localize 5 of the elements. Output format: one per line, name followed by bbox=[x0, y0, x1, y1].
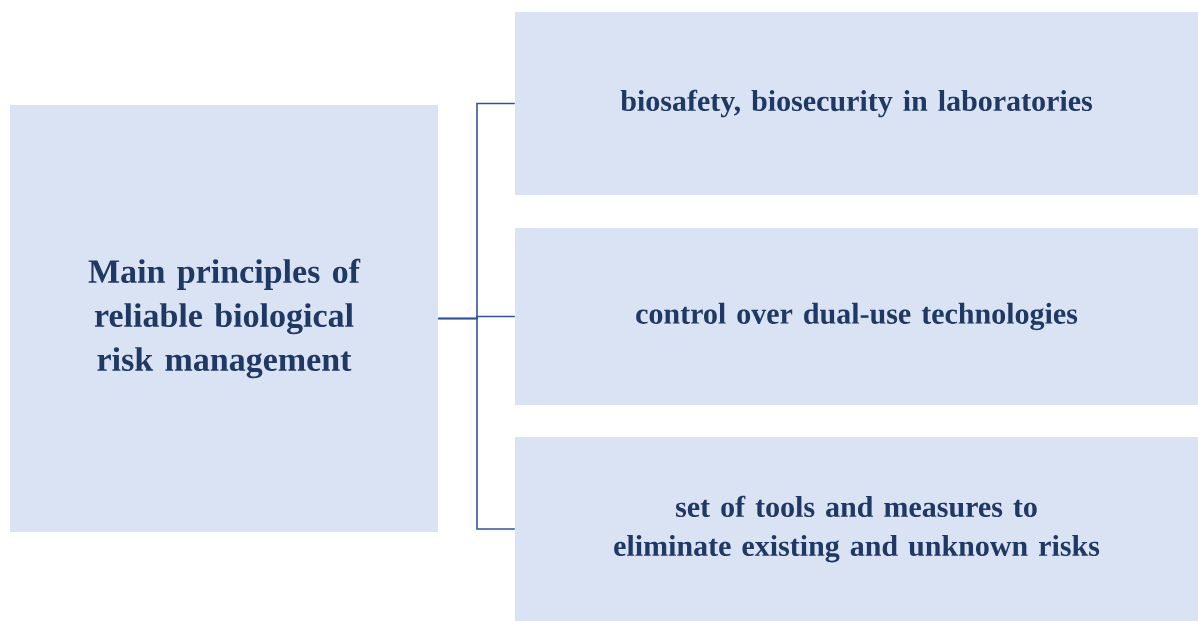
text-box: control over dual-use technologies bbox=[515, 228, 1198, 405]
text-box: set of tools and measures to eliminate existing and unknown risks bbox=[515, 437, 1198, 621]
connector bbox=[437, 317, 516, 530]
text-box: biosafety, biosecurity in laboratories bbox=[515, 12, 1198, 195]
text-box: Main principles of reliable biological risk management bbox=[10, 105, 438, 532]
